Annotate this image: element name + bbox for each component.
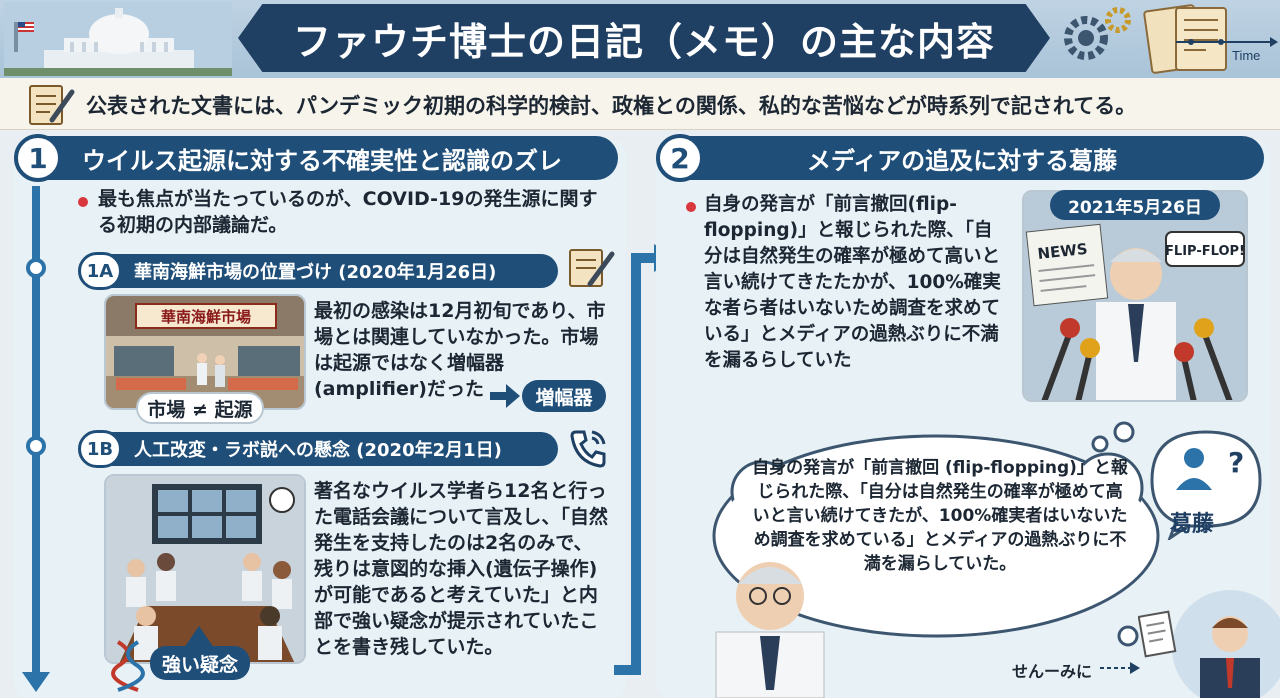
date-badge: 2021年5月26日: [1050, 190, 1220, 220]
presenter-illustration: [1172, 590, 1280, 698]
arrow-right-icon: [490, 384, 520, 408]
document-icon: [1138, 610, 1177, 658]
media-scrum-illustration: NEWS FLIP-FLOP!: [1022, 190, 1248, 402]
section-1-bullet: 最も焦点が当たっているのが、COVID-19の発生源に関する初期の内部議論だ。: [98, 188, 598, 236]
subsection-1a-title: 華南海鮮市場の位置づけ (2020年1月26日): [134, 262, 497, 283]
signature: せんーみに: [1012, 662, 1093, 681]
timeline-line: [32, 186, 40, 678]
subsection-1a-header: 1A 華南海鮮市場の位置づけ (2020年1月26日): [78, 252, 558, 290]
thought-dots: [1091, 421, 1135, 453]
dna-icon: [111, 640, 145, 692]
capitol-illustration: [4, 2, 232, 76]
intro-bar: 公表された文書には、パンデミック初期の科学的検討、政権との関係、私的な苦悩などが…: [0, 78, 1280, 130]
subsection-1b-badge: 1B: [78, 430, 122, 468]
intro-text: 公表された文書には、パンデミック初期の科学的検討、政権との関係、私的な苦悩などが…: [86, 94, 1137, 118]
person-icon: [1184, 448, 1204, 468]
subsection-1b-body: 著名なウイルス学者ら12名と行った電話会議について言及し、「自然発生を支持したの…: [314, 480, 608, 658]
subsection-1b-header: 1B 人工改変・ラボ説への懸念 (2020年2月1日): [78, 430, 558, 468]
section-2-number: 2: [656, 134, 704, 182]
thought-cloud: [712, 434, 1160, 647]
section-2-header: 2 メディアの追及に対する葛藤: [656, 134, 1264, 182]
time-label: Time: [1232, 48, 1261, 63]
subsection-1b-title: 人工改変・ラボ説への懸念 (2020年2月1日): [134, 440, 502, 461]
amplifier-pill: 増幅器: [522, 380, 606, 412]
bullet-dot: [686, 202, 696, 212]
notebook-pen-icon: [569, 249, 615, 287]
notepad-pen-icon: [29, 85, 75, 125]
flipflop-label: FLIP-FLOP!: [1165, 244, 1245, 259]
strong-doubt-pill: 強い疑念: [150, 646, 250, 680]
market-sign-text: 華南海鮮市場: [161, 308, 251, 326]
phone-icon: [570, 430, 606, 468]
section-1-number: 1: [14, 134, 62, 182]
scientist-illustration: [715, 562, 825, 698]
subsection-1a-badge: 1A: [78, 252, 122, 290]
seafood-market-illustration: 華南海鮮市場: [104, 294, 306, 410]
speech-pointer: [184, 626, 214, 648]
section-1-title: ウイルス起源に対する不確実性と認識のズレ: [82, 146, 562, 175]
header-banner: ファウチ博士の日記（メモ）の主な内容 Time: [0, 0, 1280, 78]
timeline-node-1a: [26, 258, 46, 278]
section-2-title: メディアの追及に対する葛藤: [806, 146, 1118, 175]
gears-documents-illustration: [1064, 4, 1278, 74]
thought-cloud-text: 自身の発言が「前言撤回 (flip-flopping)」と報じられた際、「自分は…: [752, 458, 1128, 574]
bullet-dot: [78, 197, 88, 207]
section-1-header: 1 ウイルス起源に対する不確実性と認識のズレ: [14, 134, 618, 182]
section-2-bullet: 自身の発言が「前言撤回(flip-flopping)」と報じられた際、「自分は自…: [704, 194, 1001, 371]
timeline-node-1b: [26, 436, 46, 456]
question-mark-icon: ?: [1228, 446, 1244, 479]
dashed-arrow-icon: [1100, 662, 1140, 674]
struggle-label: 葛藤: [1170, 512, 1215, 537]
subsection-1a-body: 最初の感染は12月初旬であり、市場とは関連していなかった。市場は起源ではなく増幅…: [314, 300, 606, 400]
title-plate: ファウチ博士の日記（メモ）の主な内容: [238, 4, 1050, 72]
news-label: NEWS: [1037, 240, 1089, 263]
timeline-arrowhead: [22, 672, 50, 692]
gear-icon: [1064, 7, 1131, 60]
page-title: ファウチ博士の日記（メモ）の主な内容: [292, 19, 995, 64]
struggle-bubble: ?: [1150, 430, 1262, 540]
market-not-origin-pill: 市場 ≠ 起源: [136, 392, 264, 424]
